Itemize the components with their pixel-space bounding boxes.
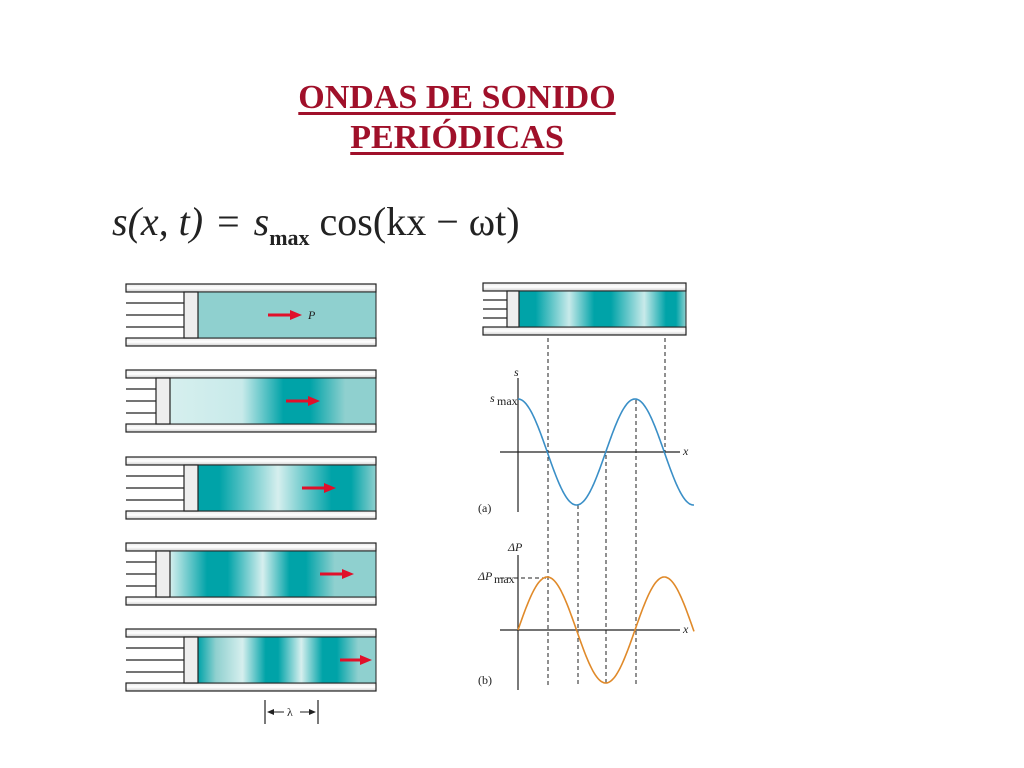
tube-4 <box>125 542 377 606</box>
graph-b-x-label: x <box>682 622 689 636</box>
graph-a-max-sub: max <box>497 394 518 408</box>
tube-1: P <box>125 283 377 347</box>
tube-5 <box>125 628 377 692</box>
title-line-2: PERIÓDICAS <box>350 119 564 156</box>
graph-a-max-main: s <box>490 391 495 405</box>
graph-b-y-label: ΔP <box>507 540 523 554</box>
graph-a-x-label: x <box>682 444 689 458</box>
graph-b-panel-label: (b) <box>478 673 492 687</box>
pressure-label: P <box>307 308 316 322</box>
reference-tube <box>482 282 687 336</box>
formula-equals: = <box>217 199 240 244</box>
graph-a: s x s max (a) <box>478 365 694 515</box>
displacement-curve <box>517 398 694 506</box>
graph-b-max-sub: max <box>494 572 515 586</box>
graph-b: ΔP x ΔP max (b) <box>477 540 695 690</box>
wavelength-label: λ <box>287 705 293 719</box>
title-line-1: ONDAS DE SONIDO <box>298 79 616 116</box>
tube-2 <box>125 369 377 433</box>
wavelength-marker: λ <box>264 700 319 724</box>
graph-a-panel-label: (a) <box>478 501 491 515</box>
formula-lhs: s(x, t) <box>112 199 204 244</box>
displacement-formula: s(x, t) = smax cos(kx − ωt) <box>112 198 520 251</box>
graph-b-max-main: ΔP <box>477 569 493 583</box>
graph-a-y-label: s <box>514 365 519 379</box>
tube-3 <box>125 456 377 520</box>
alignment-guides <box>547 338 666 686</box>
formula-rhs: cos(kx − ωt) <box>319 199 520 244</box>
formula-s: s <box>253 199 270 244</box>
slide-title: ONDAS DE SONIDO PERIÓDICAS <box>212 78 702 158</box>
pressure-curve <box>517 576 695 684</box>
formula-sub-max: max <box>269 225 310 250</box>
